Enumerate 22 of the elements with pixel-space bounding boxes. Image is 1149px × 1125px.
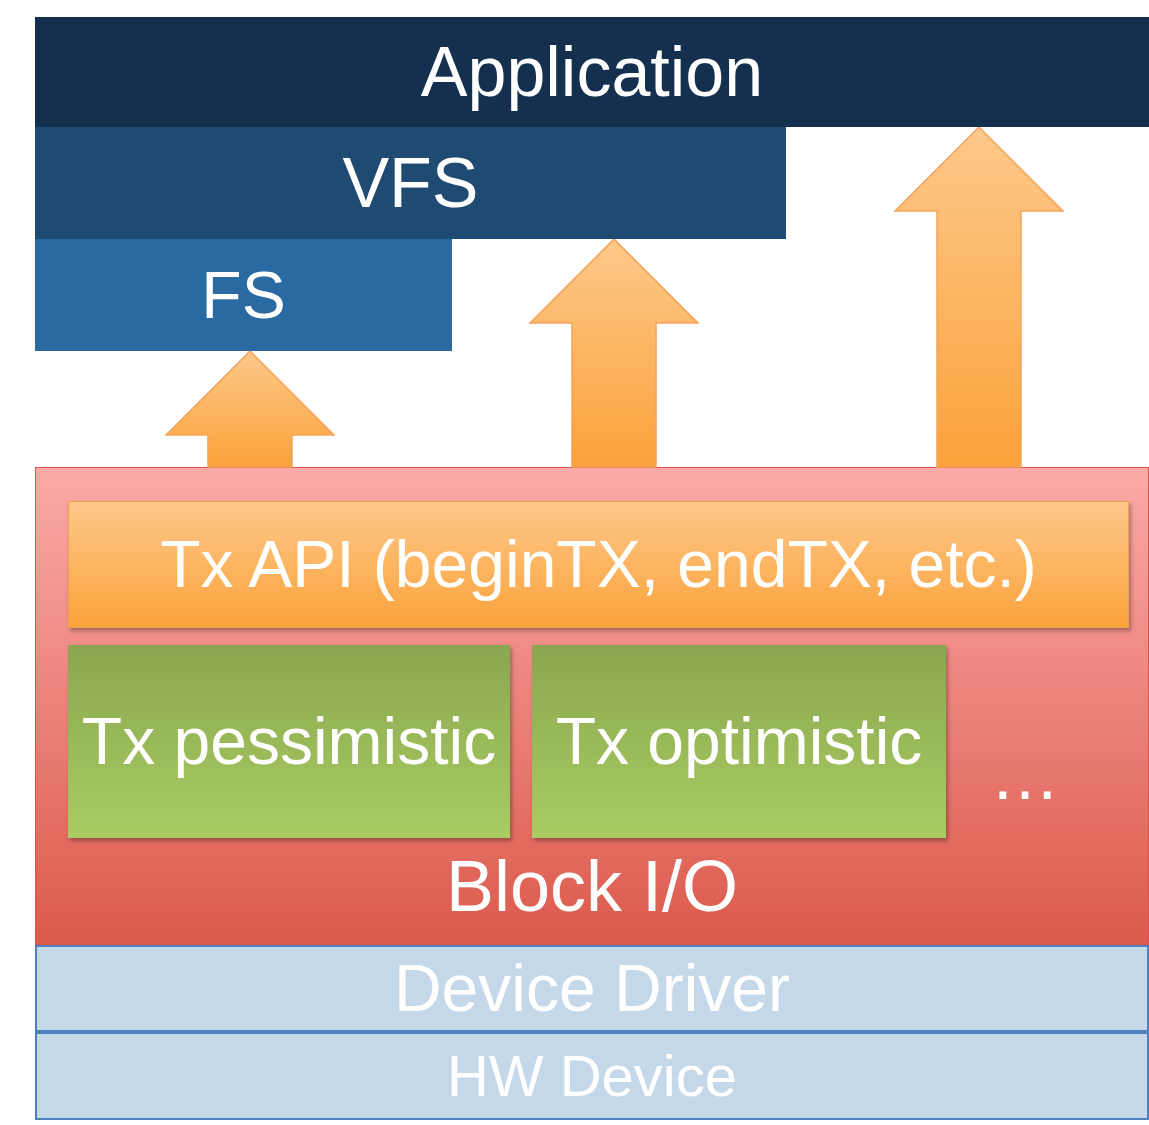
layer-label: VFS xyxy=(342,144,479,222)
block-arrow xyxy=(164,349,336,468)
block-arrow xyxy=(528,237,700,468)
layer-band xyxy=(35,945,1149,1032)
api-bar xyxy=(68,501,1129,628)
ellipsis-label: … xyxy=(989,740,1061,810)
layer-band xyxy=(35,239,452,351)
layer-label: Tx optimistic xyxy=(555,703,923,780)
layer-label: Device Driver xyxy=(393,952,791,1025)
module-box xyxy=(68,645,510,838)
layer-label: HW Device xyxy=(447,1044,737,1108)
layer-label: Application xyxy=(420,33,764,111)
layer-label: Tx API (beginTX, endTX, etc.) xyxy=(160,528,1037,601)
block-io-panel xyxy=(35,467,1149,945)
block-arrow xyxy=(893,125,1065,468)
layer-label: Tx pessimistic xyxy=(81,703,497,780)
layer-label: Block I/O xyxy=(445,846,739,926)
layer-label: FS xyxy=(201,258,286,332)
layer-band xyxy=(35,17,1149,127)
module-box xyxy=(532,645,946,838)
layer-band xyxy=(35,127,786,239)
layer-band xyxy=(35,1032,1149,1120)
